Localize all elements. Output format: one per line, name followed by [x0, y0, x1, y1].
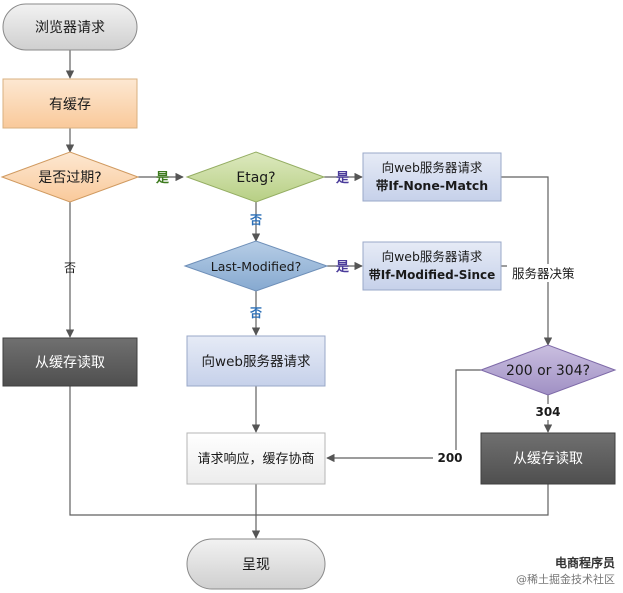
label-no-etag: 否 — [249, 213, 262, 227]
label-yes-expired: 是 — [155, 171, 170, 186]
watermark: 电商程序员 @稀土掘金技术社区 — [516, 554, 615, 587]
edge-decide-200 — [326, 369, 481, 463]
edge-req1-to-decide — [501, 176, 553, 346]
node-render: 呈现 — [186, 538, 326, 590]
label-304: 304 — [535, 405, 560, 419]
node-read-cache-left: 从缓存读取 — [2, 337, 138, 387]
edge-leftcache-to-render — [69, 386, 256, 516]
watermark-line1: 电商程序员 — [554, 556, 615, 570]
read-cache-right-label: 从缓存读取 — [513, 450, 583, 467]
node-etag: Etag? — [185, 151, 326, 203]
label-server-decide-bg — [507, 264, 583, 282]
req-mod-since-line2: 带If-Modified-Since — [369, 267, 496, 282]
watermark-line2: @稀土掘金技术社区 — [516, 573, 615, 586]
node-req-none-match: 向web服务器请求 带If-None-Match — [362, 152, 502, 202]
label-200-bg — [433, 450, 467, 466]
response-label: 请求响应，缓存协商 — [197, 451, 314, 467]
has-cache-label: 有缓存 — [49, 97, 91, 113]
label-yes-etag: 是 — [335, 171, 350, 186]
req-none-match-line1: 向web服务器请求 — [382, 160, 483, 175]
req-none-match-line2: 带If-None-Match — [376, 178, 488, 193]
last-modified-label: Last-Modified? — [211, 259, 302, 274]
status-check-label: 200 or 304? — [506, 363, 590, 379]
label-304-bg — [531, 404, 565, 420]
label-no-lastmod: 否 — [249, 306, 262, 320]
req-mod-since-line1: 向web服务器请求 — [382, 249, 483, 264]
edge-rightcache-to-render — [256, 484, 549, 516]
req-server-label: 向web服务器请求 — [202, 354, 311, 370]
render-label: 呈现 — [242, 557, 270, 573]
node-start: 浏览器请求 — [2, 3, 138, 51]
label-200: 200 — [437, 451, 462, 465]
node-response: 请求响应，缓存协商 — [186, 432, 326, 485]
node-req-mod-since: 向web服务器请求 带If-Modified-Since — [362, 241, 502, 291]
label-server-decide: 服务器决策 — [512, 266, 575, 281]
start-label: 浏览器请求 — [35, 20, 105, 36]
etag-label: Etag? — [236, 170, 275, 186]
node-req-server: 向web服务器请求 — [186, 335, 326, 387]
read-cache-left-label: 从缓存读取 — [35, 354, 105, 371]
node-last-modified: Last-Modified? — [183, 240, 329, 292]
node-read-cache-right: 从缓存读取 — [480, 432, 616, 485]
node-status-check: 200 or 304? — [479, 344, 617, 396]
node-has-cache: 有缓存 — [2, 78, 138, 129]
label-no-expired: 否 — [64, 261, 76, 275]
node-expired: 是否过期? — [0, 151, 140, 203]
label-yes-lastmod: 是 — [335, 260, 350, 275]
expired-label: 是否过期? — [38, 170, 101, 186]
